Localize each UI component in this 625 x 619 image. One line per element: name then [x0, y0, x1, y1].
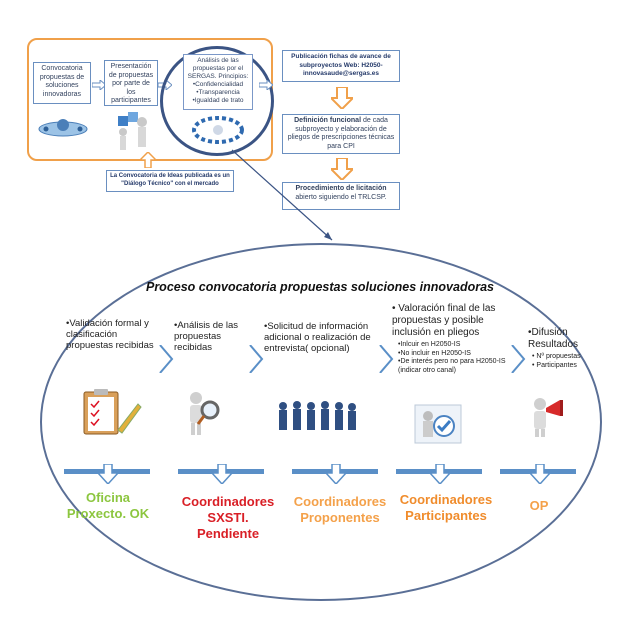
meeting-group-icon — [279, 401, 356, 430]
valoracion-option: •Inlcuir en H2050-IS — [398, 341, 461, 348]
process-step-solicitud: •Solicitud de información adicional o re… — [264, 321, 371, 354]
box-convocatoria-text: Convocatoria propuestas de soluciones in… — [39, 65, 85, 98]
box-presentacion-text: Presentación de propuestas por parte de … — [108, 63, 154, 104]
globe-network-icon — [38, 119, 88, 137]
role-line: Oficina — [85, 490, 131, 505]
box-definicion-text: de cada subproyecto y elaboración de pli… — [287, 117, 395, 150]
chevron-right-icon — [511, 345, 526, 373]
process-title: Proceso convocatoria propuestas solucion… — [145, 280, 495, 294]
principle-item: •Confidencialidad — [192, 81, 244, 88]
role-oficina: Oficina Proxecto. OK — [56, 490, 160, 522]
valoracion-option: •De interés pero no para H2050-IS (indic… — [398, 358, 506, 374]
box-publicacion-text: Publicación fichas de avance de subproye… — [291, 53, 391, 77]
highlight-ellipse — [160, 46, 274, 156]
process-step-validacion: •Validación formal y clasificación propu… — [66, 318, 154, 351]
box-definicion: Definición funcional de cada subproyecto… — [282, 114, 400, 154]
box-procedimiento-text: abierto siguiendo el TRLCSP. — [295, 193, 387, 201]
chevron-right-icon — [249, 345, 264, 373]
role-line: Coordinadores — [399, 492, 493, 507]
process-step-valoracion: • Valoración final de las propuestas y p… — [392, 303, 516, 375]
arrow-up-icon — [140, 152, 156, 168]
box-analisis: Análisis de las propuestas por el SERGAS… — [183, 54, 253, 110]
arrow-down-icon — [430, 464, 450, 484]
box-nota-text: La Convocatoria de Ideas publicada es un… — [110, 173, 230, 187]
role-line: Coordinadores — [181, 494, 275, 509]
box-presentacion: Presentación de propuestas por parte de … — [104, 60, 158, 106]
magnifier-person-icon — [190, 392, 220, 435]
arrow-right-icon — [92, 80, 106, 90]
valoracion-title: • Valoración final de las propuestas y p… — [392, 303, 496, 338]
difusion-item: • Participantes — [532, 361, 577, 369]
process-step-analisis: •Análisis de las propuestas recibidas — [174, 320, 239, 353]
box-convocatoria: Convocatoria propuestas de soluciones in… — [33, 62, 91, 104]
role-line: OP — [529, 498, 549, 513]
chevron-right-icon — [159, 345, 174, 373]
role-line: Proxecto. OK — [66, 506, 150, 521]
box-publicacion: Publicación fichas de avance de subproye… — [282, 50, 400, 82]
role-line: Participantes — [405, 508, 487, 523]
process-step-difusion: •Difusión Resultados • Nº propuestas • P… — [528, 327, 596, 370]
box-procedimiento: Procedimiento de licitación abierto sigu… — [282, 182, 400, 210]
role-line: SXSTI. — [207, 510, 249, 525]
principle-item: •Igualdad de trato — [192, 97, 244, 104]
role-line: Proponentes — [300, 510, 380, 525]
process-ellipse — [40, 243, 602, 601]
arrow-down-icon — [212, 464, 232, 484]
arrow-right-icon — [259, 80, 273, 90]
megaphone-person-icon — [534, 398, 563, 437]
box-analisis-title: Análisis de las propuestas por el SERGAS… — [187, 57, 249, 80]
arrow-down-icon — [331, 158, 353, 180]
role-proponentes: Coordinadores Proponentes — [284, 494, 396, 526]
role-line: Coordinadores — [293, 494, 387, 509]
people-puzzle-icon — [118, 112, 147, 150]
role-line: Pendiente — [196, 526, 260, 541]
box-nota: La Convocatoria de Ideas publicada es un… — [106, 170, 234, 192]
role-participantes: Coordinadores Participantes — [390, 492, 502, 524]
difusion-title: •Difusión Resultados — [528, 327, 579, 350]
principle-item: •Transparencia — [196, 89, 240, 96]
arrow-down-icon — [98, 464, 118, 484]
arrow-down-icon — [331, 87, 353, 109]
difusion-item: • Nº propuestas — [532, 353, 581, 360]
checkmark-person-icon — [414, 404, 462, 444]
role-sxsti: Coordinadores SXSTI. Pendiente — [172, 494, 284, 542]
valoracion-option: •No incluir en H2050-IS — [398, 349, 471, 357]
box-procedimiento-bold: Procedimiento de licitación — [295, 185, 387, 192]
arrow-down-icon — [530, 464, 550, 484]
clipboard-checklist-icon — [83, 389, 142, 435]
role-op: OP — [514, 498, 564, 514]
box-definicion-bold: Definición funcional — [294, 117, 362, 124]
chevron-right-icon — [379, 345, 394, 373]
arrow-down-icon — [326, 464, 346, 484]
people-circle-icon — [192, 116, 244, 144]
